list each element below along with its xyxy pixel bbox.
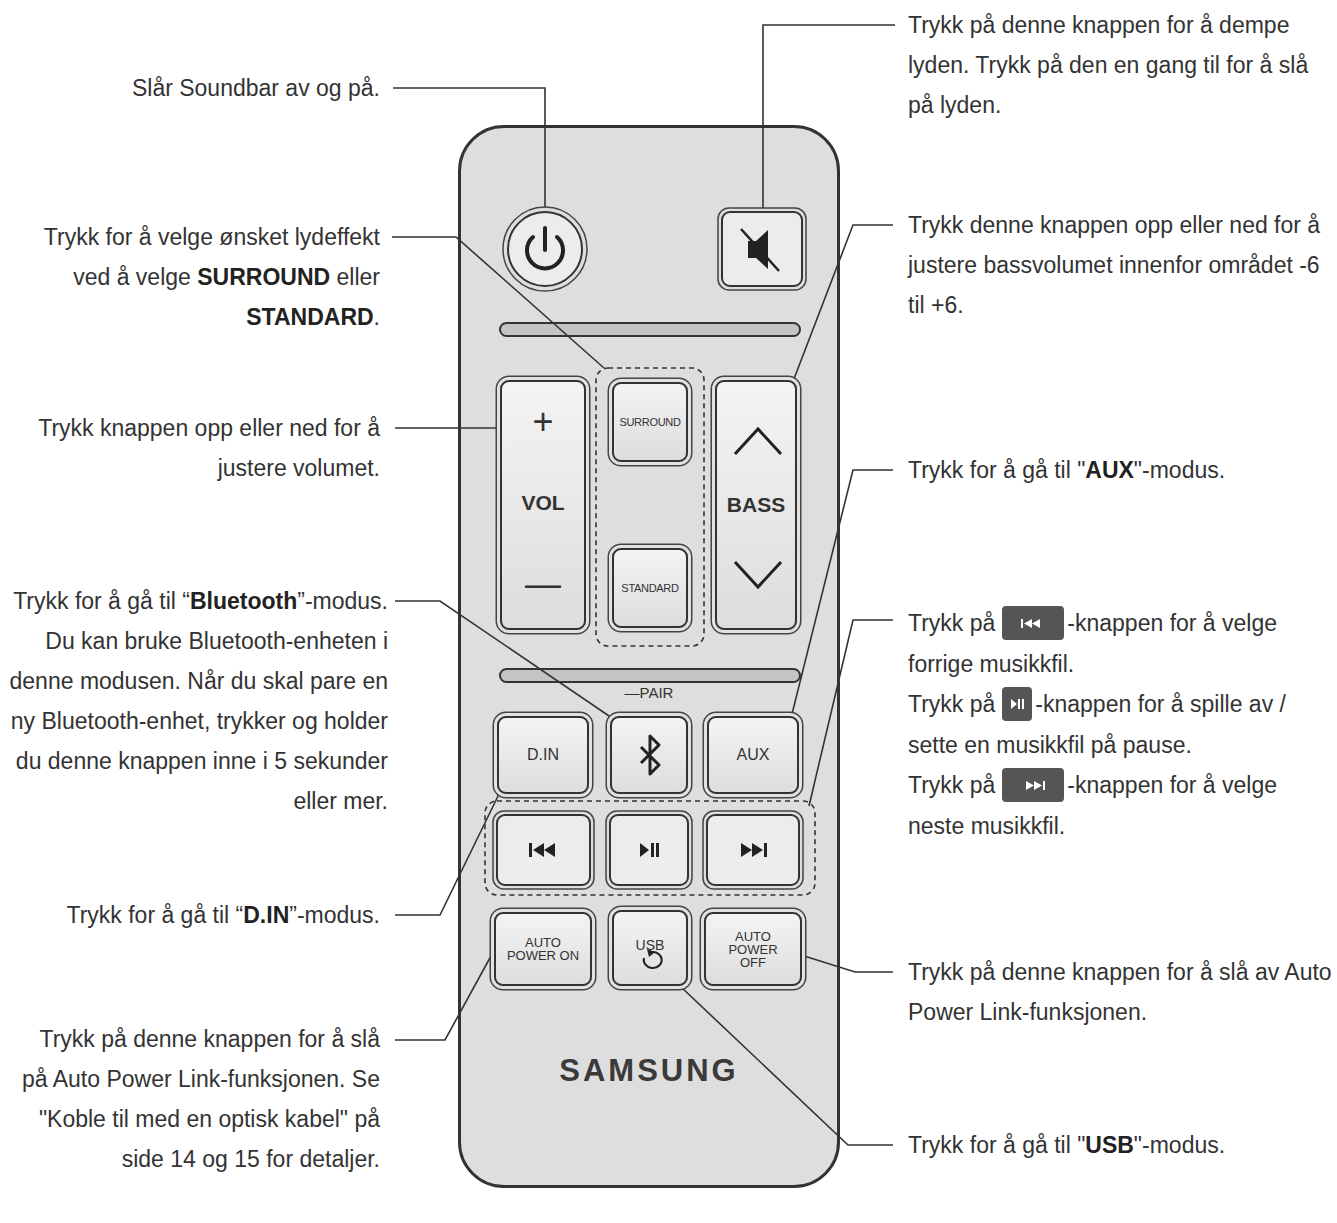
callout-line: Trykk for å velge ønsket lydeffekt ved å… xyxy=(20,217,380,337)
bass-callout: Trykk denne knappen opp eller ned for å … xyxy=(908,205,1333,325)
callout-text: USB xyxy=(1085,1132,1134,1158)
callout-text: Trykk på denne knappen for å slå av Auto… xyxy=(908,959,1332,1025)
din-callout: Trykk for å gå til “D.IN”-modus. xyxy=(8,895,380,935)
callout-line: Trykk på denne knappen for å slå på Auto… xyxy=(8,1019,380,1179)
button-label: SAMSUNG xyxy=(461,1053,837,1089)
callout-line: Trykk på denne knappen for å dempe lyden… xyxy=(908,5,1333,125)
callout-line: Trykk denne knappen opp eller ned for å … xyxy=(908,205,1333,325)
din-button: D.IN xyxy=(497,716,589,794)
callout-text: STANDARD xyxy=(246,304,373,330)
bass-rocker: BASS xyxy=(715,380,797,630)
sound-effect-callout: Trykk for å velge ønsket lydeffekt ved å… xyxy=(20,217,380,337)
callout-line: Trykk knappen opp eller ned for å juster… xyxy=(8,408,380,488)
button-label: AUX xyxy=(737,746,770,764)
auto-power-off-callout: Trykk på denne knappen for å slå av Auto… xyxy=(908,952,1333,1032)
callout-line: Trykk på-knappen for å velge forrige mus… xyxy=(908,603,1333,684)
callout-text: AUX xyxy=(1085,457,1134,483)
power-callout: Slår Soundbar av og på. xyxy=(60,68,380,108)
button-label: AUTO POWER OFF xyxy=(706,930,800,969)
play-icon xyxy=(1002,687,1032,721)
callout-text: Trykk for å gå til “ xyxy=(66,902,243,928)
callout-line: Trykk for å gå til "AUX"-modus. xyxy=(908,450,1333,490)
auto-power-on-button: AUTO POWER ON xyxy=(494,912,592,986)
bluetooth-button: —PAIR xyxy=(610,716,688,794)
button-label: + xyxy=(532,404,553,440)
prev-icon xyxy=(1002,606,1064,640)
mute-callout: Trykk på denne knappen for å dempe lyden… xyxy=(908,5,1333,125)
callout-line: Trykk for å gå til “Bluetooth”-modus. Du… xyxy=(3,581,388,821)
aux-callout: Trykk for å gå til "AUX"-modus. xyxy=(908,450,1333,490)
callout-text: Bluetooth xyxy=(190,588,297,614)
volume-rocker: + VOL — xyxy=(500,380,586,630)
callout-text: Trykk på denne knappen for å slå på Auto… xyxy=(22,1026,380,1172)
button-label: STANDARD xyxy=(621,582,678,594)
callout-text: D.IN xyxy=(243,902,289,928)
callout-text: Trykk knappen opp eller ned for å juster… xyxy=(38,415,380,481)
button-icon xyxy=(612,718,686,792)
button-label: VOL xyxy=(521,491,564,515)
auto-power-off-button: AUTO POWER OFF xyxy=(704,912,802,986)
callout-text: . xyxy=(374,304,380,330)
volume-callout: Trykk knappen opp eller ned for å juster… xyxy=(8,408,380,488)
callout-text: "-modus. xyxy=(1134,457,1225,483)
callout-text: Trykk for å gå til " xyxy=(908,1132,1085,1158)
leader-lines xyxy=(392,25,895,1145)
button-label: —PAIR xyxy=(592,684,706,701)
aux-button: AUX xyxy=(707,716,799,794)
callout-text: Trykk på xyxy=(908,772,995,798)
callout-text: Trykk på denne knappen for å dempe lyden… xyxy=(908,12,1308,118)
button-label: — xyxy=(525,566,561,602)
callout-text: SURROUND xyxy=(197,264,330,290)
callout-text: Slår Soundbar av og på. xyxy=(132,75,380,101)
callout-text: Trykk for å gå til “ xyxy=(13,588,190,614)
button-label: AUTO POWER ON xyxy=(496,936,590,962)
button-label: USB xyxy=(636,937,665,953)
playback-callout: Trykk på-knappen for å velge forrige mus… xyxy=(908,603,1333,846)
callout-text: "-modus. xyxy=(1134,1132,1225,1158)
callout-line: Slår Soundbar av og på. xyxy=(60,68,380,108)
usb-callout: Trykk for å gå til "USB"-modus. xyxy=(908,1125,1333,1165)
callout-line: Trykk på-knappen for å spille av / sette… xyxy=(908,684,1333,765)
callout-text: Trykk denne knappen opp eller ned for å … xyxy=(908,212,1320,318)
next-icon xyxy=(1002,768,1064,802)
auto-power-on-callout: Trykk på denne knappen for å slå på Auto… xyxy=(8,1019,380,1179)
callout-line: Trykk på denne knappen for å slå av Auto… xyxy=(908,952,1333,1032)
usb-button: USB xyxy=(612,910,688,986)
button-label: BASS xyxy=(727,493,785,517)
callout-text: eller xyxy=(337,264,380,290)
bluetooth-callout: Trykk for å gå til “Bluetooth”-modus. Du… xyxy=(3,581,388,821)
standard-button: STANDARD xyxy=(612,548,688,628)
callout-line: Trykk for å gå til “D.IN”-modus. xyxy=(8,895,380,935)
surround-button: SURROUND xyxy=(612,382,688,462)
callout-text: Trykk på xyxy=(908,610,995,636)
callout-text: Trykk for å gå til " xyxy=(908,457,1085,483)
callout-line: Trykk for å gå til "USB"-modus. xyxy=(908,1125,1333,1165)
button-label: SURROUND xyxy=(619,416,680,428)
callout-text: ”-modus. Du kan bruke Bluetooth-enheten … xyxy=(10,588,388,814)
callout-text: Trykk på xyxy=(908,691,995,717)
button-label: D.IN xyxy=(527,746,559,764)
callout-line: Trykk på-knappen for å velge neste musik… xyxy=(908,765,1333,846)
callout-text: ”-modus. xyxy=(289,902,380,928)
